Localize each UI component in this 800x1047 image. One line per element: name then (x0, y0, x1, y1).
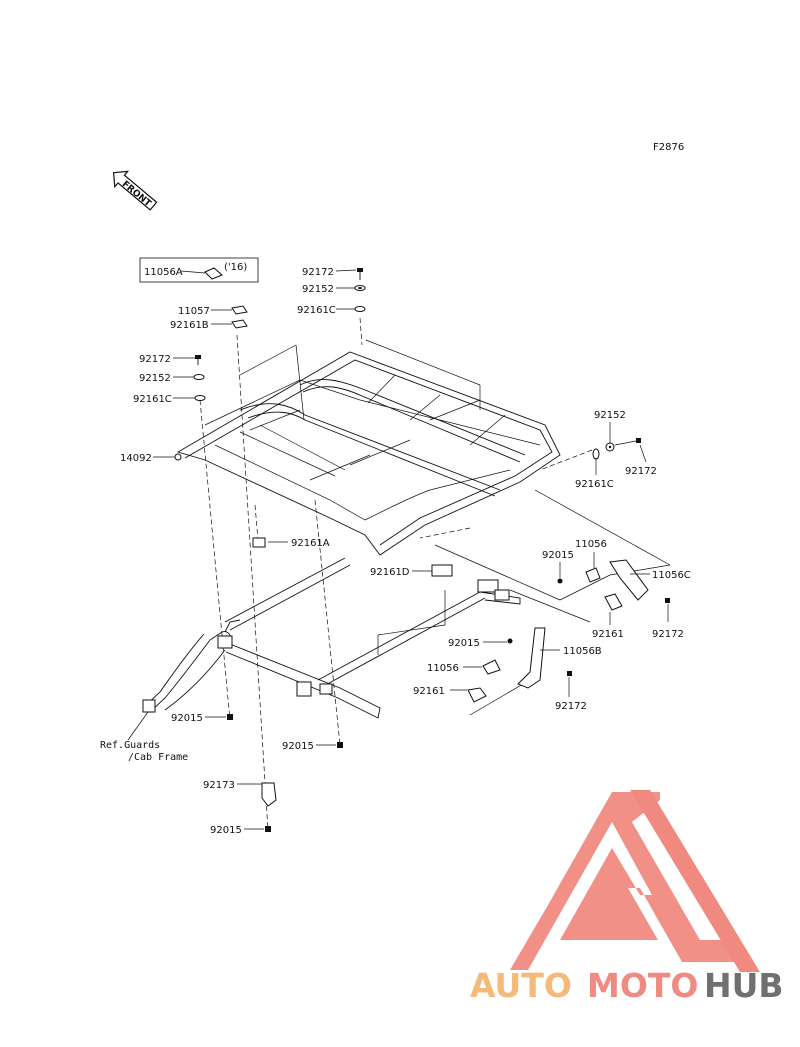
leader-lines (199, 317, 671, 831)
label-92015-c: 92015 (171, 713, 203, 724)
label-92161C-b: 92161C (133, 394, 172, 405)
label-11056B: 11056B (563, 646, 602, 657)
label-92015-a: 92015 (542, 550, 574, 561)
watermark-logo: AUTO MOTO HUB (470, 790, 784, 1005)
label-leaders (127, 269, 669, 830)
label-92161B: 92161B (170, 320, 209, 331)
label-92015-b: 92015 (448, 638, 480, 649)
label-11056-a: 11056 (575, 539, 607, 550)
label-92172-b: 92172 (139, 354, 171, 365)
label-92152-c: 92152 (594, 410, 626, 421)
label-92172-d: 92172 (652, 629, 684, 640)
label-92015-d: 92015 (282, 741, 314, 752)
label-92172-e: 92172 (555, 701, 587, 712)
label-92161C-a: 92161C (297, 305, 336, 316)
label-92172-a: 92172 (302, 267, 334, 278)
roof-frame (142, 557, 521, 719)
reference-note-line1: Ref.Guards (100, 740, 160, 751)
figure-code: F2876 (653, 142, 684, 153)
label-92015-e: 92015 (210, 825, 242, 836)
label-92152-b: 92152 (139, 373, 171, 384)
part-labels: 11056A ('16) 92172 92152 92161C 11057 92… (100, 262, 691, 836)
label-92161D: 92161D (370, 567, 410, 578)
label-92161-a: 92161 (592, 629, 624, 640)
label-year-16: ('16) (224, 262, 247, 273)
label-92161A: 92161A (291, 538, 330, 549)
reference-note-line2: /Cab Frame (128, 752, 188, 763)
hardware (193, 267, 670, 832)
watermark-hub: HUB (704, 966, 784, 1005)
label-92152-a: 92152 (302, 284, 334, 295)
label-11056C: 11056C (652, 570, 691, 581)
label-92161C-c: 92161C (575, 479, 614, 490)
label-92161-b: 92161 (413, 686, 445, 697)
watermark-moto: MOTO (587, 966, 698, 1005)
year-variant-box (139, 257, 259, 283)
label-14092: 14092 (120, 453, 152, 464)
roof-panel (174, 351, 561, 556)
label-92173: 92173 (203, 780, 235, 791)
label-11056-b: 11056 (427, 663, 459, 674)
label-92172-c: 92172 (625, 466, 657, 477)
watermark-auto: AUTO (470, 966, 572, 1005)
front-arrow-icon: FRONT (112, 170, 158, 211)
label-11056A: 11056A (144, 267, 183, 278)
label-11057: 11057 (178, 306, 210, 317)
